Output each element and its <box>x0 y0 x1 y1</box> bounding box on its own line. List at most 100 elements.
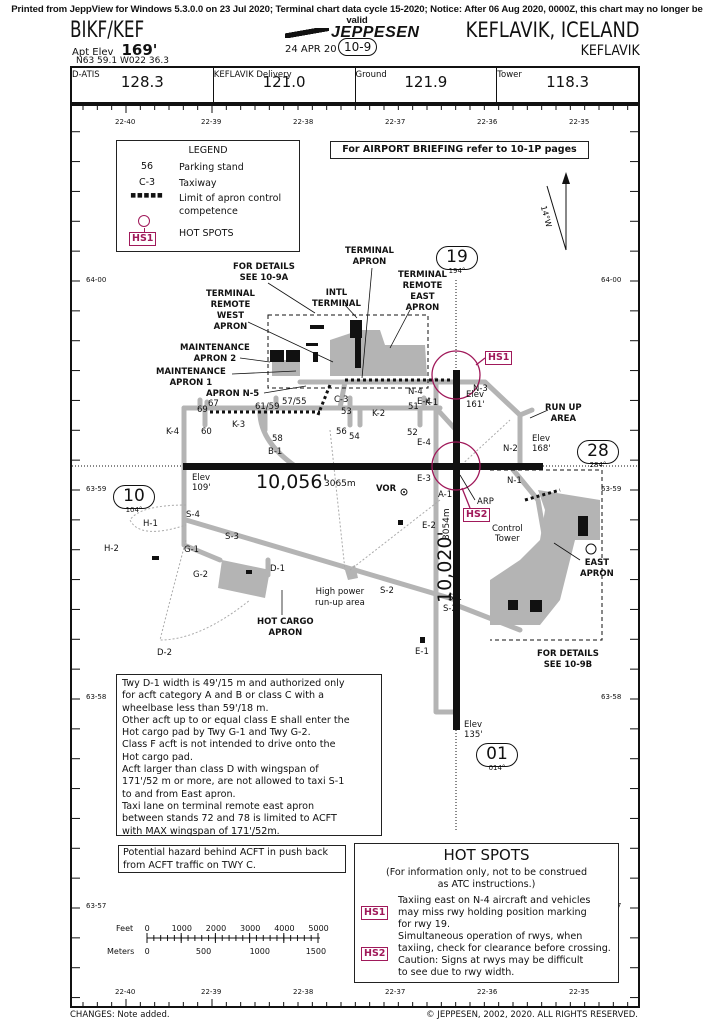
taxiway-label: A-1 <box>438 490 453 500</box>
freq-value: 121.0 <box>262 73 306 91</box>
freq-label: KEFLAVIK Delivery <box>213 70 292 80</box>
label-control-tower: Control Tower <box>492 524 523 544</box>
label-high-power-runup: High power run-up area <box>315 587 365 608</box>
taxiway-label: S-4 <box>186 510 200 520</box>
scale-tick-label: 1000 <box>171 924 192 933</box>
arrow-arp <box>459 474 476 501</box>
closed-h <box>129 504 187 532</box>
hot-cargo-apron <box>218 560 270 598</box>
legend-desc: HOT SPOTS <box>179 228 234 239</box>
hazard-line: Potential hazard behind ACFT in push bac… <box>123 847 329 858</box>
note-line: 171'/52 m or more, are not allowed to ta… <box>122 776 345 788</box>
freq-label: D-ATIS <box>72 70 100 80</box>
rwy-10-28-length-m: 3065m <box>324 479 356 489</box>
note-line: between stands 72 and 78 is limited to A… <box>122 813 337 825</box>
east-beacon-icon <box>585 543 597 555</box>
label-maintenance-2: MAINTENANCE APRON 2 <box>180 343 250 364</box>
taxiway-label: H-2 <box>104 544 119 554</box>
stand-label: 57/55 <box>282 397 307 407</box>
frame-ticks <box>72 106 638 1006</box>
bldg-a <box>310 325 324 329</box>
taxiway-label: D-1 <box>270 564 286 574</box>
scale-meters-label: Meters <box>107 947 135 956</box>
hs1-circle <box>431 350 481 400</box>
aprons <box>218 330 600 625</box>
terminal-building <box>350 320 362 338</box>
hangar-2 <box>286 350 300 362</box>
hot-spots-title: HOT SPOTS <box>443 846 530 864</box>
taxiway-label: K-4 <box>166 427 180 437</box>
scale-tick-label: 500 <box>195 947 212 956</box>
grid-label: 22-36 <box>477 988 498 996</box>
note-line: Acft larger than class D with wingspan o… <box>122 764 319 776</box>
note-line: wheelbase less than 59'/18 m. <box>122 702 269 714</box>
runways <box>72 280 640 830</box>
taxiway-label: E-1 <box>415 647 429 657</box>
print-notice: Printed from JeppView for Windows 5.3.0.… <box>11 4 703 26</box>
grid-label: 63-57 <box>86 902 107 910</box>
runway-heading: 284° <box>589 461 607 469</box>
stand-label: 60 <box>201 427 212 437</box>
scale-tick-label: 3000 <box>240 924 261 933</box>
arrow-runup <box>529 409 549 419</box>
east-bldg-2 <box>530 600 542 612</box>
bldg-c <box>313 352 318 362</box>
label-terminal-apron: TERMINAL APRON <box>345 246 394 267</box>
arrow-maint-1 <box>231 370 297 375</box>
grid-label: 22-40 <box>115 118 136 126</box>
hazard-line: from ACFT traffic on TWY C. <box>123 859 256 871</box>
taxiway-label: E-4 <box>417 438 431 448</box>
jeppesen-wedge-icon <box>285 27 329 38</box>
grid-label: 22-39 <box>201 118 222 126</box>
taxiway-label: S-2 <box>443 604 457 614</box>
buildings <box>152 320 588 643</box>
east-bldg-1 <box>578 516 588 536</box>
legend-symbol: C-3 <box>138 177 156 188</box>
grid-label: 22-37 <box>385 988 406 996</box>
hot-spots-subtitle: (For information only, not to be constru… <box>355 867 618 891</box>
grid-label: 22-38 <box>293 988 314 996</box>
grid-label: 63-59 <box>86 485 107 493</box>
label-intl-terminal: INTL TERMINAL <box>312 288 361 309</box>
true-north-arrowhead <box>562 172 570 184</box>
hs-line: to see due to rwy width. <box>398 967 515 978</box>
label-maintenance-1: MAINTENANCE APRON 1 <box>156 367 226 388</box>
leader-arrows <box>231 267 581 615</box>
stand-label: 51 <box>408 402 419 412</box>
arrow-details-a <box>267 282 316 314</box>
stand-label: 61/59 <box>255 402 280 412</box>
hs2-map-tag: HS2 <box>463 508 491 522</box>
label-terminal-remote-west: TERMINAL REMOTE WEST APRON <box>206 289 255 332</box>
grid-label: 22-40 <box>115 988 136 996</box>
taxiway-g1-s4 <box>181 463 223 563</box>
note-line: Other acft up to or equal class E shall … <box>122 714 350 726</box>
note-line: Twy D-1 width is 49'/15 m and authorized… <box>122 678 345 689</box>
vor-icon-dot <box>403 491 405 493</box>
note-line: Hot cargo pad. <box>122 751 193 763</box>
hs1-leader <box>475 357 486 366</box>
apron-control-limits <box>210 378 561 502</box>
airport-coordinates: N63 59.1 W022 36.3 <box>76 56 169 66</box>
hs-line: taxiing, check for clearance before cros… <box>398 943 611 954</box>
arrow-east-apron <box>389 309 411 349</box>
taxiway-label: N-3 <box>473 384 488 394</box>
label-terminal-remote-east: TERMINAL REMOTE EAST APRON <box>398 270 447 313</box>
grid-label: 63-58 <box>86 693 107 701</box>
runway-id: 28 <box>587 441 609 461</box>
freq-value: 121.9 <box>404 73 448 91</box>
taxiway-label: H-1 <box>143 519 158 529</box>
publisher-name: JEPPESEN <box>331 24 420 41</box>
subtitle-line: (For information only, not to be constru… <box>385 867 588 878</box>
label-run-up-area: RUN UP AREA <box>545 403 582 424</box>
chart-date: 24 APR 20 <box>285 44 337 55</box>
grid-label: 63-58 <box>601 693 622 701</box>
hazard-note: Potential hazard behind ACFT in push bac… <box>118 845 346 873</box>
stand-label: 69 <box>197 405 208 415</box>
runway-heading: 014° <box>488 764 506 772</box>
elev-rwy-10: Elev 109' <box>192 473 211 493</box>
